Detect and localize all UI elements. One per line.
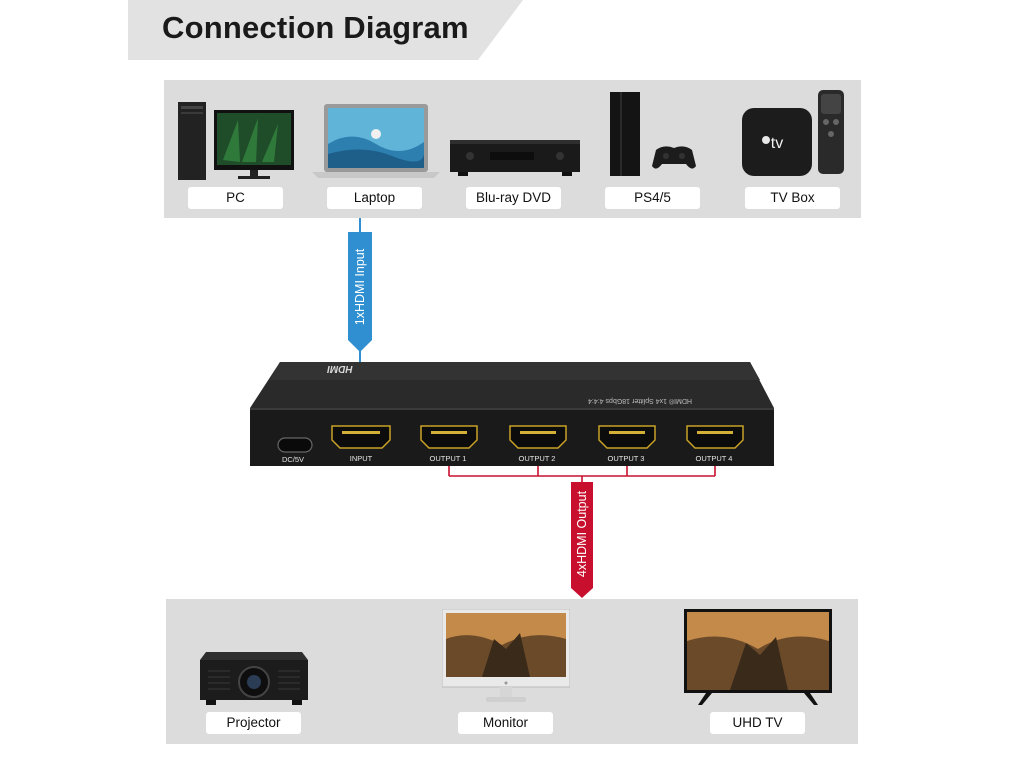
splitter-brand-logo: HDMI	[327, 363, 353, 374]
monitor-icon	[442, 609, 570, 702]
uhd-tv-icon	[684, 609, 832, 705]
port-label-output-4: OUTPUT 4	[695, 454, 733, 463]
projector-icon	[200, 652, 308, 705]
port-label-output-2: OUTPUT 2	[518, 454, 556, 463]
page-title: Connection Diagram	[162, 10, 469, 45]
title-banner	[128, 0, 523, 60]
destination-label-uhdtv: UHD TV	[710, 712, 805, 734]
laptop-icon	[312, 104, 440, 178]
port-label-input: INPUT	[349, 454, 373, 463]
bluray-player-icon	[450, 140, 580, 176]
input-cable-tag	[348, 232, 372, 352]
source-label-bluray: Blu-ray DVD	[466, 187, 561, 209]
tv-box-icon: tv	[742, 90, 844, 176]
dc-power-port	[277, 437, 313, 453]
port-label-output-3: OUTPUT 3	[607, 454, 645, 463]
output-cable-tag	[571, 482, 593, 598]
hdmi-output-port-4	[686, 425, 744, 449]
splitter-top-text: HDMI® 1x4 Splitter 18Gbps 4:4:4	[588, 397, 692, 404]
svg-text:tv: tv	[771, 135, 783, 152]
output-cable-label: 4xHDMI Output	[575, 490, 589, 578]
hdmi-output-port-3	[598, 425, 656, 449]
input-cable-label: 1xHDMI Input	[353, 248, 367, 326]
source-label-laptop: Laptop	[327, 187, 422, 209]
destination-label-projector: Projector	[206, 712, 301, 734]
hdmi-input-port	[331, 425, 391, 449]
hdmi-output-port-1	[420, 425, 478, 449]
hdmi-splitter	[250, 362, 774, 466]
pc-monitor-icon	[178, 102, 294, 180]
game-console-icon	[610, 92, 696, 176]
port-label-dc: DC/5V	[281, 455, 305, 464]
source-label-pc: PC	[188, 187, 283, 209]
port-label-output-1: OUTPUT 1	[429, 454, 467, 463]
source-label-tvbox: TV Box	[745, 187, 840, 209]
source-label-ps: PS4/5	[605, 187, 700, 209]
hdmi-output-port-2	[509, 425, 567, 449]
destination-label-monitor: Monitor	[458, 712, 553, 734]
